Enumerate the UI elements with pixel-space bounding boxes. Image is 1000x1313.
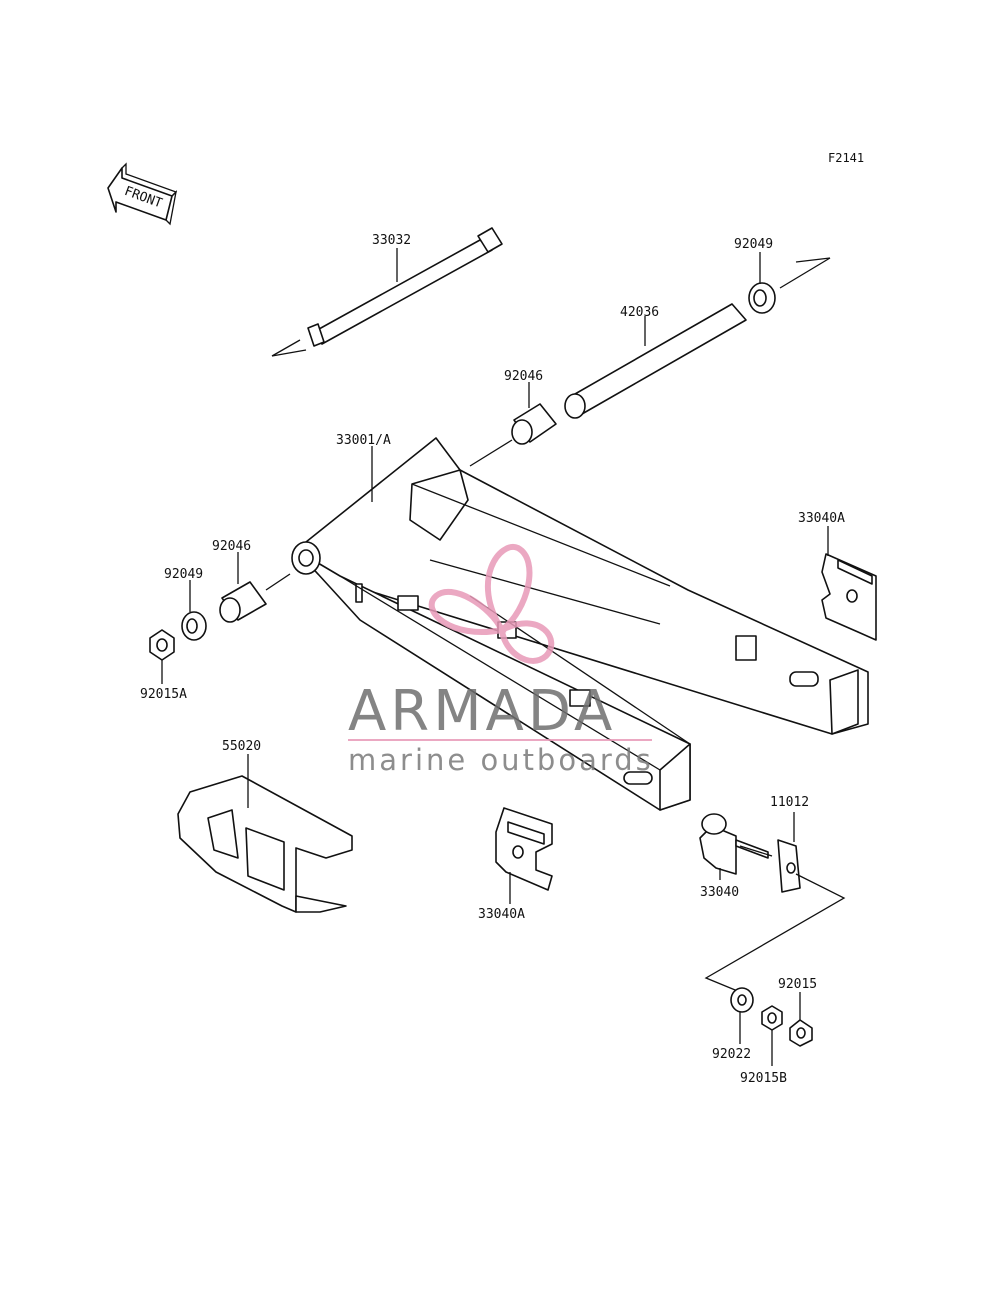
label-33040a-upper: 33040A — [798, 511, 845, 526]
adjuster-plate-lower — [495, 807, 553, 891]
front-arrow-icon: FRONT — [107, 162, 178, 226]
bracket-11012 — [777, 839, 801, 893]
label-92022: 92022 — [712, 1047, 751, 1062]
label-55020: 55020 — [222, 739, 261, 754]
watermark-brand: ARMADA — [348, 679, 616, 744]
label-42036: 42036 — [620, 305, 659, 320]
chain-adjuster — [699, 813, 773, 875]
label-92015: 92015 — [778, 977, 817, 992]
chain-guide — [177, 775, 353, 913]
watermark-tagline: marine outboards — [348, 743, 654, 777]
label-33040a-lower: 33040A — [478, 907, 525, 922]
collar-top — [748, 257, 831, 314]
label-92015b: 92015B — [740, 1071, 787, 1086]
label-92046-upper: 92046 — [504, 369, 543, 384]
nut-92015 — [789, 1019, 813, 1047]
washer-92022 — [730, 987, 754, 1013]
watermark: ARMADA marine outboards — [348, 544, 654, 777]
label-92015a: 92015A — [140, 687, 187, 702]
label-33040: 33040 — [700, 885, 739, 900]
collar-lower — [181, 611, 207, 641]
label-92049-lower: 92049 — [164, 567, 203, 582]
adjuster-plate-right — [821, 553, 877, 641]
label-92046-lower: 92046 — [212, 539, 251, 554]
label-33032: 33032 — [372, 233, 411, 248]
bearing-lower — [219, 573, 291, 623]
swingarm — [291, 437, 869, 811]
assembly-leader — [704, 873, 846, 993]
sleeve — [564, 303, 747, 419]
figure-id: F2141 — [828, 151, 864, 165]
pivot-shaft — [271, 227, 503, 357]
nut-92015b — [761, 1005, 783, 1031]
label-92049-top: 92049 — [734, 237, 773, 252]
label-33001: 33001/A — [336, 433, 391, 448]
watermark-logo-icon — [428, 544, 555, 664]
nut-92015a — [149, 629, 175, 661]
bearing-upper — [469, 403, 557, 467]
label-11012: 11012 — [770, 795, 809, 810]
